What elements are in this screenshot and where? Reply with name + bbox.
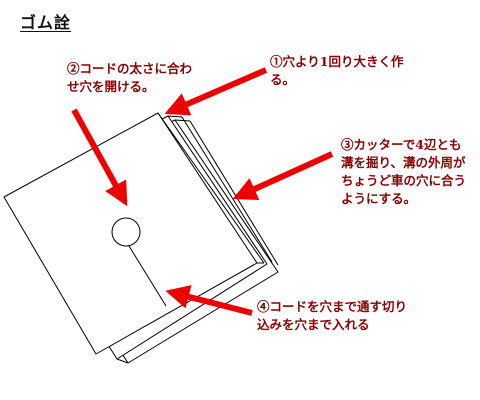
arrow-step4	[165, 285, 253, 316]
plug-groove-side-edge	[181, 116, 273, 263]
page-title: ゴム詮	[20, 13, 72, 32]
annotation-step3: ③カッターで4辺とも 溝を掘り、溝の外周が ちょうど車の穴に合う ようにする。	[341, 136, 466, 208]
annotation-step3-line4: ようにする。	[341, 191, 417, 206]
arrow-step2	[71, 108, 128, 207]
plug-front-side-edge	[157, 112, 265, 264]
cord-hole	[111, 217, 141, 247]
arrow-step3	[232, 151, 334, 201]
plug-groove-top-edge	[167, 115, 183, 118]
plug-back-top-edge	[174, 119, 191, 122]
arrow-step1	[164, 67, 268, 116]
plug-groove-bottom-edge	[116, 358, 129, 364]
annotation-step2-line1: ②コードの太さに合わ	[67, 61, 193, 76]
annotation-step2: ②コードの太さに合わ せ穴を開ける。	[67, 60, 192, 96]
annotation-step2-line2: せ穴を開ける。	[67, 79, 155, 94]
annotation-step4-line1: ④コードを穴まで通す切り	[257, 299, 408, 314]
annotation-step4-line2: 込みを穴まで入れる	[257, 317, 370, 332]
annotation-step1: ①穴より1回り大きく作 る。	[270, 53, 403, 89]
annotation-step3-line3: ちょうど車の穴に合う	[341, 173, 467, 188]
annotation-step4: ④コードを穴まで通す切り 込みを穴まで入れる	[257, 298, 407, 334]
annotation-step1-line2: る。	[270, 72, 296, 87]
annotation-step3-line2: 溝を掘り、溝の外周が	[341, 155, 466, 170]
annotation-step1-line1: ①穴より1回り大きく作	[270, 54, 404, 69]
cord-slit	[128, 245, 167, 307]
annotation-step3-line1: ③カッターで4辺とも	[341, 137, 462, 152]
